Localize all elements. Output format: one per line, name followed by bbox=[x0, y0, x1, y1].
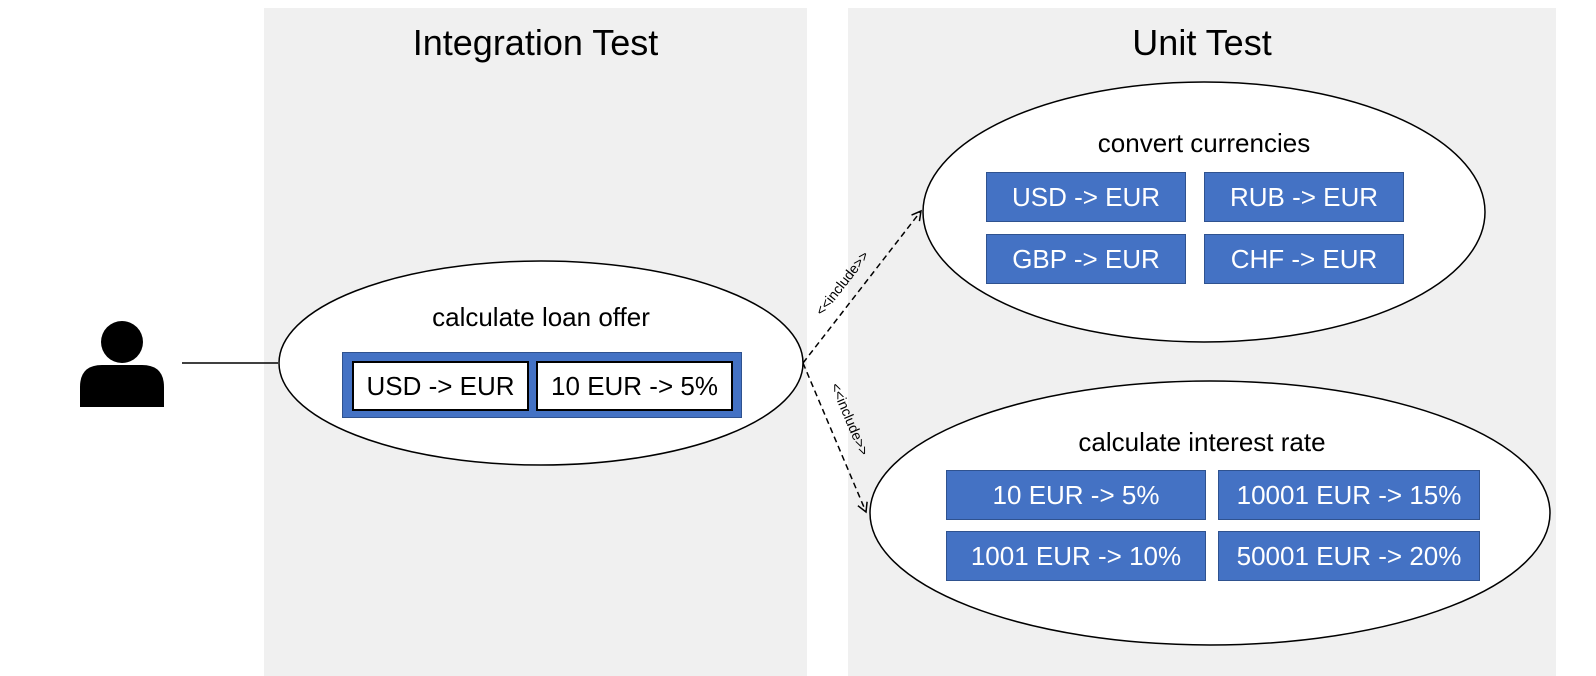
integration-test-title: Integration Test bbox=[412, 22, 659, 63]
currency-case-usd: USD -> EUR bbox=[986, 172, 1186, 222]
include-arrow-bottom bbox=[802, 362, 868, 514]
include-arrow-top bbox=[802, 209, 922, 364]
currency-case-gbp: GBP -> EUR bbox=[986, 234, 1186, 284]
loan-case-10eur: 10 EUR -> 5% bbox=[536, 361, 733, 411]
usecase-loan-title: calculate loan offer bbox=[432, 302, 650, 332]
interest-case-50001eur: 50001 EUR -> 20% bbox=[1218, 531, 1480, 581]
interest-case-10eur: 10 EUR -> 5% bbox=[946, 470, 1206, 520]
interest-case-10001eur: 10001 EUR -> 15% bbox=[1218, 470, 1480, 520]
unit-test-title: Unit Test bbox=[1132, 22, 1272, 63]
currency-case-chf: CHF -> EUR bbox=[1204, 234, 1404, 284]
currency-case-rub: RUB -> EUR bbox=[1204, 172, 1404, 222]
usecase-interest-title: calculate interest rate bbox=[1078, 427, 1326, 457]
user-icon bbox=[80, 321, 164, 407]
interest-case-1001eur: 1001 EUR -> 10% bbox=[946, 531, 1206, 581]
loan-case-usd-eur: USD -> EUR bbox=[352, 361, 529, 411]
usecase-currencies-title: convert currencies bbox=[1097, 128, 1311, 158]
